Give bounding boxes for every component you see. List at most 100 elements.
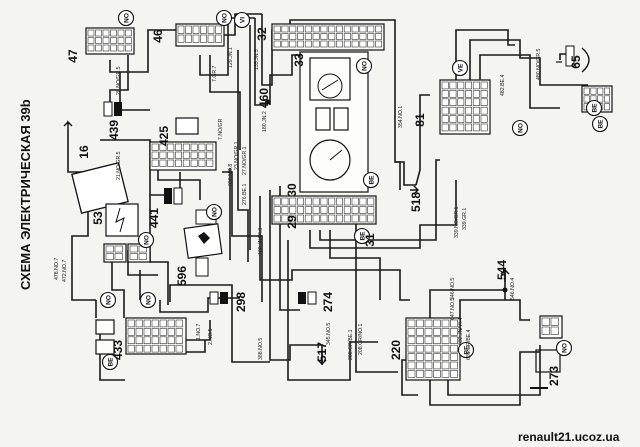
badge-code: NO <box>212 207 219 217</box>
connector-pin <box>320 214 328 223</box>
connector-pin <box>129 253 138 260</box>
connector-pin <box>215 25 222 34</box>
badge-code: BE <box>592 103 599 113</box>
connector-pin <box>185 34 192 43</box>
connector-pin <box>281 33 289 40</box>
wire-label: 339.GR.1 <box>462 208 468 230</box>
component-number: 441 <box>147 208 161 228</box>
connector-pin <box>416 319 424 328</box>
badge-code: VE <box>458 63 465 72</box>
connector-pin <box>129 245 138 253</box>
connector-pin <box>159 328 167 336</box>
badge: VE <box>451 59 469 77</box>
connector-pin <box>604 87 611 95</box>
connector-pin <box>441 123 449 132</box>
connector-pin <box>110 44 117 52</box>
connector-pin <box>304 33 312 40</box>
connector-pin <box>273 40 281 48</box>
badge-code: NO <box>362 61 369 71</box>
connector-pin <box>312 206 320 214</box>
connector-pin <box>450 361 458 370</box>
connector-pin <box>320 40 328 48</box>
connector-pin <box>449 115 457 123</box>
connector-pin <box>167 319 175 328</box>
badge-code: NO <box>124 13 131 23</box>
wire-label: 346.NO.5 <box>450 278 456 300</box>
connector-pin <box>441 353 450 361</box>
connector-pin <box>351 214 359 223</box>
connector-pin <box>297 25 304 33</box>
connector-pin <box>177 34 185 43</box>
wire-label: 632.JN/VI.4 <box>458 318 464 345</box>
connector-pin <box>449 81 457 90</box>
badge: NO <box>555 339 573 357</box>
connector-pin <box>87 37 95 44</box>
connector-pin <box>289 197 297 206</box>
connector-pin <box>343 214 351 223</box>
connector-pin <box>175 151 182 159</box>
watermark: renault21.ucoz.ua <box>518 430 620 444</box>
connector-pin <box>480 81 488 90</box>
connector-pin <box>336 25 343 33</box>
connector-pin <box>175 328 183 336</box>
connector-pin <box>206 143 214 151</box>
connector-pin <box>102 44 110 52</box>
connector-pin <box>424 328 433 336</box>
wire-label: 1.NO.7 <box>196 323 202 340</box>
connector-pin <box>465 98 472 107</box>
battery-16 <box>71 162 139 237</box>
connector-pin <box>200 34 207 43</box>
wire-label: 23.NO/GR.1 <box>234 141 240 170</box>
connector-pin <box>117 37 125 44</box>
badge: NO <box>511 119 529 137</box>
wire-label: 7.NO/GR <box>218 118 224 140</box>
wire-label: 478.NO.7 <box>54 258 60 280</box>
connector-pin <box>143 328 151 336</box>
component-65 <box>556 45 590 73</box>
component-number: 425 <box>157 126 171 146</box>
connector-pin <box>597 87 604 95</box>
badge: NO <box>117 9 135 27</box>
component-number: 65 <box>569 55 583 69</box>
connector-pin <box>604 95 611 103</box>
connector-pin <box>424 361 433 370</box>
connector-pin <box>320 33 328 40</box>
connector-pin <box>351 197 359 206</box>
connector-pin <box>190 143 198 151</box>
connector-pin <box>125 44 132 52</box>
badge: NO <box>99 291 117 309</box>
connector-pin <box>433 328 441 336</box>
connector-pin <box>441 370 450 378</box>
connector-pin <box>289 25 297 33</box>
connector-pin <box>416 361 424 370</box>
wire-label: 480.NO/GR.5 <box>536 48 542 80</box>
connector-pin <box>198 143 206 151</box>
wire-label: 276.BE.1 <box>242 184 248 205</box>
connector-pin <box>449 90 457 98</box>
connector-pin <box>273 206 281 214</box>
connector-pin <box>343 25 351 33</box>
connector-pin <box>433 319 441 328</box>
badge: BE <box>362 171 380 189</box>
connector-pin <box>281 206 289 214</box>
badge: BE <box>457 341 475 359</box>
connector-pin <box>336 206 343 214</box>
connector-pin <box>407 370 416 378</box>
connector-pin <box>375 33 382 40</box>
connector-pin <box>127 336 135 344</box>
connector-pin <box>550 326 559 335</box>
connector-pin <box>182 159 190 167</box>
connector-pin <box>465 81 472 90</box>
connector-pin <box>215 34 222 43</box>
connector-pin <box>289 206 297 214</box>
connector-pin <box>190 151 198 159</box>
connector-pin <box>457 90 465 98</box>
connector-pin <box>336 197 343 206</box>
badge: BE <box>353 227 371 245</box>
component-number: 439 <box>107 120 121 140</box>
connector-pin <box>480 90 488 98</box>
connector-pin <box>312 33 320 40</box>
connector-pin <box>110 29 117 37</box>
badge-code: NO <box>144 235 151 245</box>
connector-pin <box>450 353 458 361</box>
